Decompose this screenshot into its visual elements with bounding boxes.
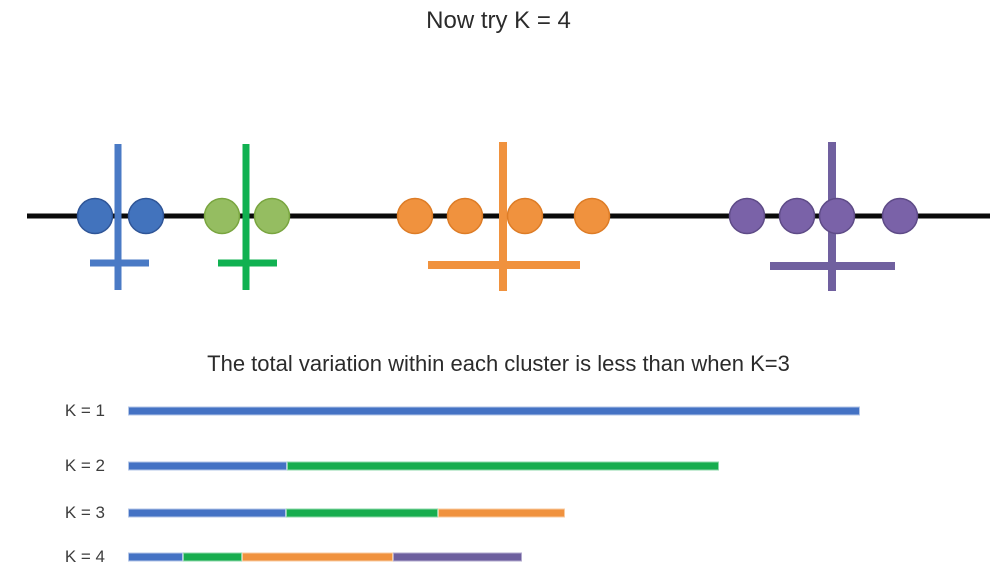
cluster-2-green-data-point-dot bbox=[253, 197, 291, 235]
bar-row-label: K = 2 bbox=[64, 456, 105, 475]
bar-row-k3: K = 3 bbox=[0, 502, 997, 524]
cluster-1-blue-data-point-dot bbox=[76, 197, 114, 235]
bar-row-label: K = 1 bbox=[64, 401, 105, 420]
cluster-3-orange-data-point-dot bbox=[573, 197, 611, 235]
cluster-1-blue-centroid-vertical-line bbox=[114, 144, 122, 290]
cluster-3-orange-data-point-dot bbox=[506, 197, 544, 235]
page-title: Now try K = 4 bbox=[426, 7, 571, 34]
bar-segment-green bbox=[287, 461, 719, 471]
cluster-3-orange-centroid-crossbar bbox=[428, 261, 580, 269]
cluster-2-green-centroid-vertical-line bbox=[242, 144, 250, 290]
bar-row-label: K = 4 bbox=[64, 547, 105, 566]
cluster-4-purple-data-point-dot bbox=[818, 197, 856, 235]
cluster-4-purple-data-point-dot bbox=[778, 197, 816, 235]
bar-row-k4: K = 4 bbox=[0, 546, 997, 568]
bar-segment-orange bbox=[438, 508, 565, 518]
bar-segments bbox=[128, 552, 522, 562]
bar-segments bbox=[128, 508, 565, 518]
cluster-2-green-data-point-dot bbox=[203, 197, 241, 235]
cluster-3-orange-centroid-vertical-line bbox=[499, 142, 507, 291]
cluster-2-green-centroid-crossbar bbox=[218, 259, 277, 267]
number-line-cluster-diagram bbox=[27, 142, 990, 291]
cluster-3-orange-data-point-dot bbox=[446, 197, 484, 235]
bar-segment-blue bbox=[128, 406, 860, 416]
cluster-1-blue-data-point-dot bbox=[127, 197, 165, 235]
cluster-1-blue-centroid-crossbar bbox=[90, 259, 149, 267]
bar-segments bbox=[128, 406, 860, 416]
cluster-4-purple-data-point-dot bbox=[728, 197, 766, 235]
bar-segment-green bbox=[286, 508, 438, 518]
bar-segment-purple bbox=[393, 552, 522, 562]
cluster-4-purple-data-point-dot bbox=[881, 197, 919, 235]
cluster-3-orange-data-point-dot bbox=[396, 197, 434, 235]
bar-segment-orange bbox=[242, 552, 393, 562]
bar-segment-blue bbox=[128, 552, 183, 562]
bar-row-k1: K = 1 bbox=[0, 400, 997, 422]
bar-row-label: K = 3 bbox=[64, 503, 105, 522]
cluster-4-purple-centroid-crossbar bbox=[770, 262, 895, 270]
bar-segments bbox=[128, 461, 719, 471]
bar-segment-blue bbox=[128, 461, 287, 471]
bar-segment-blue bbox=[128, 508, 286, 518]
bar-row-k2: K = 2 bbox=[0, 455, 997, 477]
chart-title: The total variation within each cluster … bbox=[207, 351, 790, 376]
bar-segment-green bbox=[183, 552, 242, 562]
